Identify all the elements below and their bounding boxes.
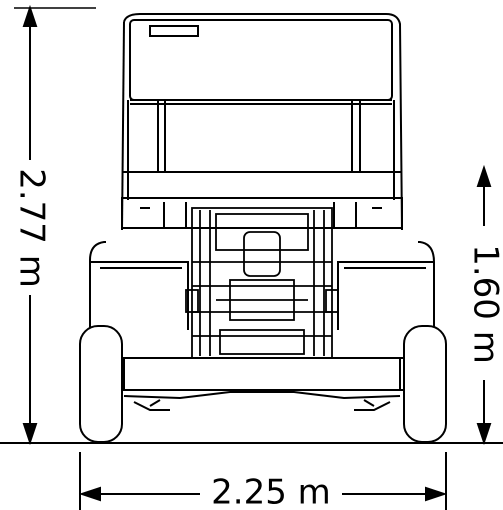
platform-deck [121, 197, 403, 229]
platform-height-dimension [476, 164, 492, 446]
width-dimension [78, 452, 448, 510]
width-label: 2.25 m [211, 473, 331, 510]
wheel-left [79, 325, 123, 443]
chassis [113, 357, 411, 411]
wheel-right [403, 325, 447, 443]
scissor-mechanism [185, 207, 339, 359]
fenders [89, 241, 435, 330]
height-total-label: 2.77 m [12, 168, 52, 288]
platform-height-label: 1.60 m [466, 244, 503, 364]
height-dimension [22, 4, 38, 446]
